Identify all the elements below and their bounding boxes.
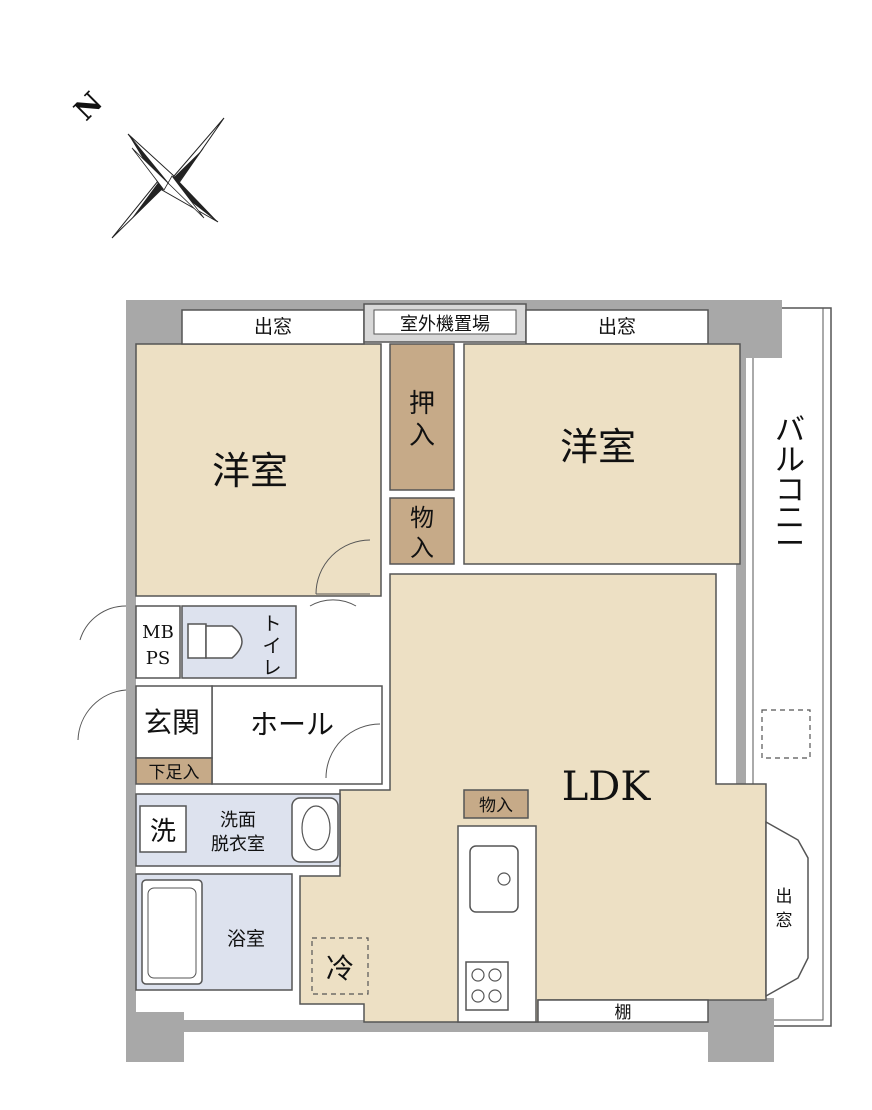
mbps-label-2: PS xyxy=(146,648,170,669)
bay-window-right-label: 出窓 xyxy=(598,316,636,338)
western-room-right-label: 洋室 xyxy=(560,425,636,469)
closet-oshiire-label-1: 押 xyxy=(409,389,435,419)
toilet-bowl-icon xyxy=(187,623,243,659)
western-room-right xyxy=(463,343,741,565)
north-label: N xyxy=(68,86,109,127)
balcony-label-3: コ xyxy=(775,473,805,508)
storage-upper-label-2: 入 xyxy=(410,534,434,562)
storage-upper-label-1: 物 xyxy=(410,504,434,532)
bathtub-icon xyxy=(141,879,203,985)
mbps-label-1: MB xyxy=(142,622,174,643)
shelf xyxy=(537,999,709,1023)
bay-window-right xyxy=(525,309,709,345)
outdoor-unit-space-label: 室外機置場 xyxy=(400,314,490,335)
balcony-label-4: ニ xyxy=(775,501,805,536)
bay-window-east-label-1: 出 xyxy=(776,887,793,907)
bathroom-label: 浴室 xyxy=(227,928,265,950)
hall-label: ホール xyxy=(250,708,334,741)
washroom-label-1: 洗面 xyxy=(220,810,256,831)
bay-window-east xyxy=(765,820,809,998)
balcony-label-5: ー xyxy=(775,527,805,562)
closet-oshiire xyxy=(389,343,455,491)
fridge-label: 冷 xyxy=(326,952,354,985)
ldk-label: LDK xyxy=(562,764,652,810)
stove-icon xyxy=(465,961,509,1011)
compass-rose-icon xyxy=(111,117,225,239)
washroom-label-2: 脱衣室 xyxy=(211,834,265,855)
bay-window-left-label: 出窓 xyxy=(254,316,292,338)
closet-oshiire-label-2: 入 xyxy=(409,421,435,451)
kitchen-sink-icon xyxy=(469,845,519,913)
entrance-label: 玄関 xyxy=(144,706,200,739)
door-swings xyxy=(77,539,381,779)
balcony-inner-line xyxy=(752,307,824,1021)
balcony-label-1: バ xyxy=(775,413,805,448)
fridge-space xyxy=(311,937,369,995)
toilet-label-2: イ xyxy=(262,635,281,657)
shelf-label: 棚 xyxy=(615,1003,632,1023)
storage-kitchen xyxy=(463,789,529,819)
storage-upper xyxy=(389,497,455,565)
hall xyxy=(211,685,383,785)
western-room-left xyxy=(135,343,382,597)
washing-machine xyxy=(139,805,187,853)
toilet-label-1: ト xyxy=(262,613,281,635)
mbps xyxy=(135,605,181,679)
balcony-label-2: ル xyxy=(775,443,805,478)
wash-basin-icon xyxy=(291,797,339,863)
washer-label: 洗 xyxy=(150,817,176,847)
exterior-walls xyxy=(126,300,782,1062)
shoe-storage xyxy=(135,757,213,785)
ac-outdoor-unit-outline xyxy=(761,709,811,759)
western-room-left-label: 洋室 xyxy=(212,449,288,493)
storage-kitchen-label: 物入 xyxy=(479,796,513,816)
shoe-storage-label: 下足入 xyxy=(149,763,200,783)
bay-window-east-label-2: 窓 xyxy=(776,911,793,931)
toilet-label-3: レ xyxy=(262,657,281,679)
